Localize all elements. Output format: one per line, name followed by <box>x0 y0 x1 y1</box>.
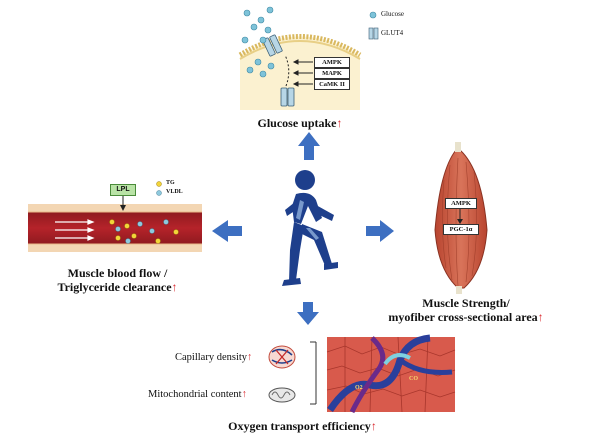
kinase-box-ampk: AMPK <box>314 57 350 68</box>
muscle-strength-title: Muscle Strength/ myofiber cross-sectiona… <box>388 296 544 324</box>
blood-flow-title: Muscle blood flow / Triglyceride clearan… <box>57 266 178 294</box>
pgc1a-box: PGC-1α <box>443 224 479 235</box>
capillary-density-label: Capillary density↑ <box>175 352 253 363</box>
muscle-tissue-capillaries <box>326 334 456 414</box>
mitochondrion-icon <box>268 387 296 403</box>
increase-arrow: ↑ <box>247 352 253 363</box>
increase-arrow: ↑ <box>241 389 247 400</box>
mitochondrial-content-label: Mitochondrial content↑ <box>148 389 247 400</box>
glucose-uptake-illustration <box>238 6 379 110</box>
direction-arrows <box>212 132 394 325</box>
glut4-vesicle <box>280 87 295 107</box>
increase-arrow: ↑ <box>370 419 377 433</box>
increase-arrow: ↑ <box>336 116 343 130</box>
tissue-label-right: CO <box>409 376 418 382</box>
arrow-left <box>212 220 242 242</box>
vldl-legend-label: VLDL <box>166 189 183 195</box>
glucose-legend-label: Glucose <box>381 10 404 18</box>
kinase-box-camk: CaMK II <box>314 79 350 90</box>
glut4-legend-icon <box>368 27 379 40</box>
capillary-icon <box>268 345 296 369</box>
muscle-illustration <box>434 142 488 294</box>
kinase-box-mapk: MAPK <box>314 68 350 79</box>
arrow-up <box>298 132 320 160</box>
oxygen-transport-title: Oxygen transport efficiency↑ <box>228 419 377 433</box>
vldl-legend-icon <box>156 190 162 196</box>
glut4-transporter-membrane <box>262 34 283 57</box>
increase-arrow: ↑ <box>171 280 178 294</box>
ampk-box: AMPK <box>445 198 477 209</box>
increase-arrow: ↑ <box>537 310 544 324</box>
glucose-uptake-title: Glucose uptake↑ <box>257 116 343 130</box>
tg-legend-icon <box>156 181 162 187</box>
arrow-down <box>297 302 319 325</box>
arrow-right <box>366 220 394 242</box>
lpl-box: LPL <box>110 184 136 196</box>
glucose-legend-icon <box>369 11 377 19</box>
glut4-legend-label: GLUT4 <box>381 29 404 37</box>
glucose-molecules <box>241 6 275 78</box>
tg-legend-label: TG <box>166 180 175 186</box>
tissue-label-left: O2 <box>355 385 363 391</box>
blood-vessel-illustration <box>28 181 202 252</box>
